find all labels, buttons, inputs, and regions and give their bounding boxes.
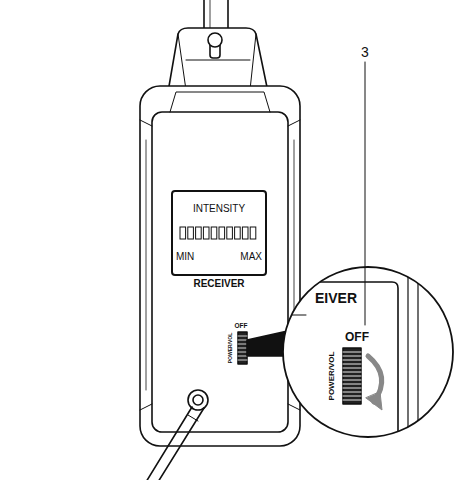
drawing-stroke bbox=[270, 282, 398, 450]
zoom-switch-label: OFF bbox=[345, 331, 369, 343]
drawing-stroke bbox=[170, 92, 270, 112]
bar-segment bbox=[235, 227, 241, 239]
cable bbox=[146, 390, 208, 480]
drawing-stroke bbox=[238, 336, 247, 360]
drawing-stroke bbox=[186, 60, 250, 61]
zoom-brand-label: EIVER bbox=[315, 291, 357, 305]
display-heading: INTENSITY bbox=[193, 204, 245, 214]
knurl-stroke bbox=[343, 380, 361, 381]
knurl-stroke bbox=[343, 392, 361, 393]
bar-segment bbox=[188, 227, 194, 239]
scale-label: MIN bbox=[176, 252, 194, 262]
drawing-stroke bbox=[168, 28, 268, 92]
bar-segment bbox=[250, 227, 256, 239]
knurl-stroke bbox=[343, 352, 361, 353]
drawing-stroke bbox=[152, 112, 288, 432]
bar-segment bbox=[180, 227, 186, 239]
bar-segment bbox=[219, 227, 225, 239]
knurl-stroke bbox=[343, 364, 361, 365]
zoom-switch-label: POWER/VOL bbox=[328, 352, 336, 401]
display-window: INTENSITY MIN MAX bbox=[171, 190, 267, 276]
knurl-stroke bbox=[343, 360, 361, 361]
drawing-stroke bbox=[210, 0, 211, 30]
scale-label: MAX bbox=[240, 252, 262, 262]
drawing-stroke bbox=[140, 86, 300, 446]
switch-label: POWER/VOL bbox=[228, 333, 233, 364]
top-cap bbox=[168, 28, 268, 92]
knurl-stroke bbox=[343, 368, 361, 369]
leader-line bbox=[365, 62, 366, 325]
drawing-stroke bbox=[193, 395, 203, 405]
drawing-stroke bbox=[283, 427, 301, 445]
drawing-stroke bbox=[343, 348, 361, 404]
bar-segment bbox=[196, 227, 202, 239]
bar-segment bbox=[242, 227, 248, 239]
drawing-stroke bbox=[188, 390, 208, 410]
knurl-stroke bbox=[343, 388, 361, 389]
drawing-stroke bbox=[238, 332, 247, 364]
drawing-stroke bbox=[178, 34, 256, 90]
knurl-stroke bbox=[343, 400, 361, 401]
drawing-stroke bbox=[366, 392, 382, 410]
receiver-housing bbox=[140, 86, 300, 446]
drawing-stroke bbox=[270, 270, 418, 450]
intensity-bar bbox=[179, 226, 259, 240]
knurl-stroke bbox=[343, 356, 361, 357]
drawing-stroke bbox=[408, 270, 418, 450]
knurl bbox=[343, 352, 361, 400]
drawing-stroke bbox=[140, 120, 300, 410]
drawing-stroke bbox=[188, 415, 198, 421]
knurl-stroke bbox=[343, 376, 361, 377]
bar-segment bbox=[211, 227, 217, 239]
bar-segment bbox=[227, 227, 233, 239]
zoom-detail bbox=[270, 267, 453, 450]
bar-segment bbox=[203, 227, 209, 239]
knurl-stroke bbox=[343, 372, 361, 373]
brand-label: RECEIVER bbox=[193, 279, 244, 289]
power-volume-switch bbox=[238, 332, 247, 364]
callout-number: 3 bbox=[359, 44, 371, 60]
drawing-stroke bbox=[146, 140, 294, 390]
drawing-stroke bbox=[146, 407, 204, 480]
knurl-stroke bbox=[343, 384, 361, 385]
knurl-stroke bbox=[343, 396, 361, 397]
drawing-stroke bbox=[208, 33, 222, 47]
switch-label: OFF bbox=[235, 323, 248, 330]
drawing-stroke bbox=[283, 267, 453, 437]
drawing-stroke bbox=[270, 315, 306, 316]
